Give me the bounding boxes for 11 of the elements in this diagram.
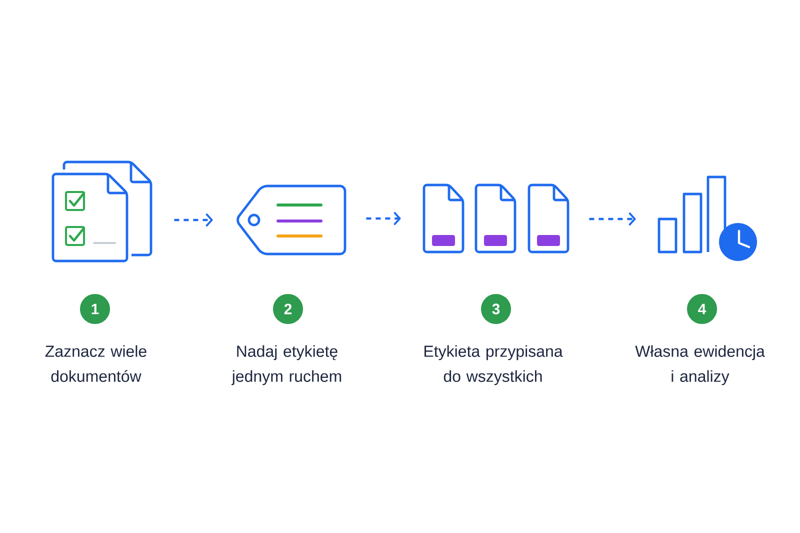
documents-icon — [48, 160, 152, 266]
arrow — [589, 212, 636, 226]
tag-icon — [236, 184, 346, 256]
step-caption: Nadaj etykietę jednym ruchem — [231, 345, 342, 386]
step-caption: Etykieta przypisana do wszystkich — [424, 345, 563, 386]
bar-chart-clock-icon — [658, 176, 757, 261]
documents-icon — [422, 184, 570, 254]
step-caption: Własna ewidencja i analizy — [635, 345, 765, 386]
step-caption: Zaznacz wiele dokumentów — [45, 345, 146, 382]
arrow — [174, 214, 213, 226]
arrow — [366, 212, 401, 225]
